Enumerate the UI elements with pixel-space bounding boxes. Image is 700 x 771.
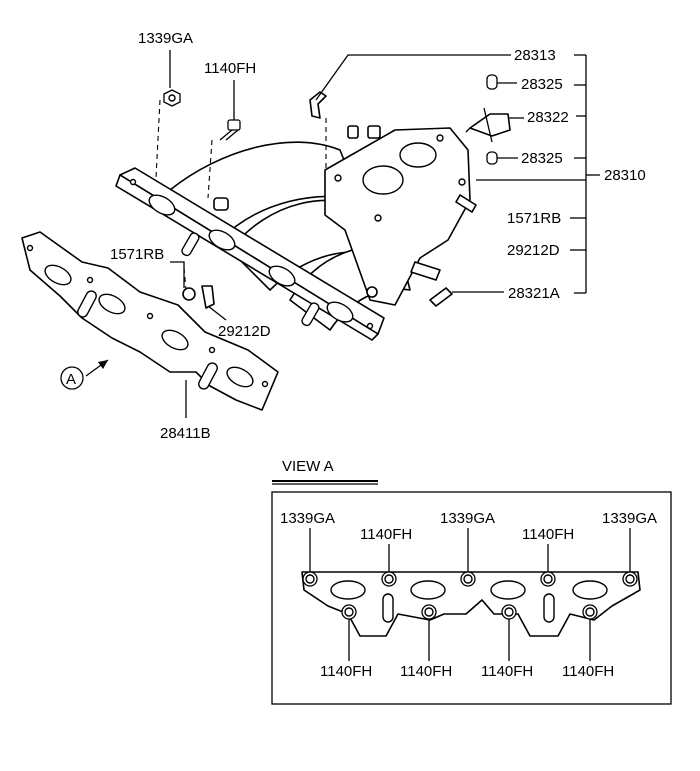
- view-a-bottom-label-2: 1140FH: [400, 663, 452, 680]
- view-a-marker-letter: A: [66, 371, 76, 388]
- view-a-panel: VIEW A 1339GA 1140: [271, 458, 672, 705]
- grommet-28325-b-icon: [486, 151, 498, 165]
- label-28325-a: 28325: [521, 76, 563, 93]
- label-28310: 28310: [604, 167, 646, 184]
- view-a-marker: A: [60, 366, 84, 390]
- label-29212d-right: 29212D: [507, 242, 560, 259]
- view-a-bottom-label-3: 1140FH: [481, 663, 533, 680]
- nut-1339ga-icon: [163, 89, 181, 107]
- view-a-top-label-1: 1339GA: [280, 510, 335, 527]
- bolt-1140fh-icon: [219, 119, 241, 141]
- view-a-title: VIEW A: [282, 458, 334, 475]
- label-1571rb-left: 1571RB: [110, 246, 164, 263]
- intake-manifold-28310: [115, 125, 477, 341]
- label-28325-b: 28325: [521, 150, 563, 167]
- callout-labels: 28313 28325 28322 28325 28310 1571RB 292…: [110, 30, 646, 442]
- label-1339ga-top: 1339GA: [138, 30, 193, 47]
- label-28313: 28313: [514, 47, 556, 64]
- label-28321a: 28321A: [508, 285, 560, 302]
- view-a-bottom-label-4: 1140FH: [562, 663, 614, 680]
- view-a-bottom-label-1: 1140FH: [320, 663, 372, 680]
- label-1571rb-right: 1571RB: [507, 210, 561, 227]
- view-a-top-label-3: 1339GA: [440, 510, 495, 527]
- view-a-top-label-4: 1140FH: [522, 526, 574, 543]
- view-a-top-label-5: 1339GA: [602, 510, 657, 527]
- gasket-28411b: [21, 231, 279, 411]
- label-1140fh-top: 1140FH: [204, 60, 256, 77]
- label-29212d-left: 29212D: [218, 323, 271, 340]
- label-28411b: 28411B: [160, 425, 211, 442]
- hose-28313-icon: [309, 91, 327, 119]
- grommet-28325-a-icon: [486, 74, 498, 90]
- label-28322: 28322: [527, 109, 569, 126]
- valve-28322-icon: [465, 107, 511, 143]
- view-a-top-label-2: 1140FH: [360, 526, 412, 543]
- leader-lines: [85, 50, 600, 418]
